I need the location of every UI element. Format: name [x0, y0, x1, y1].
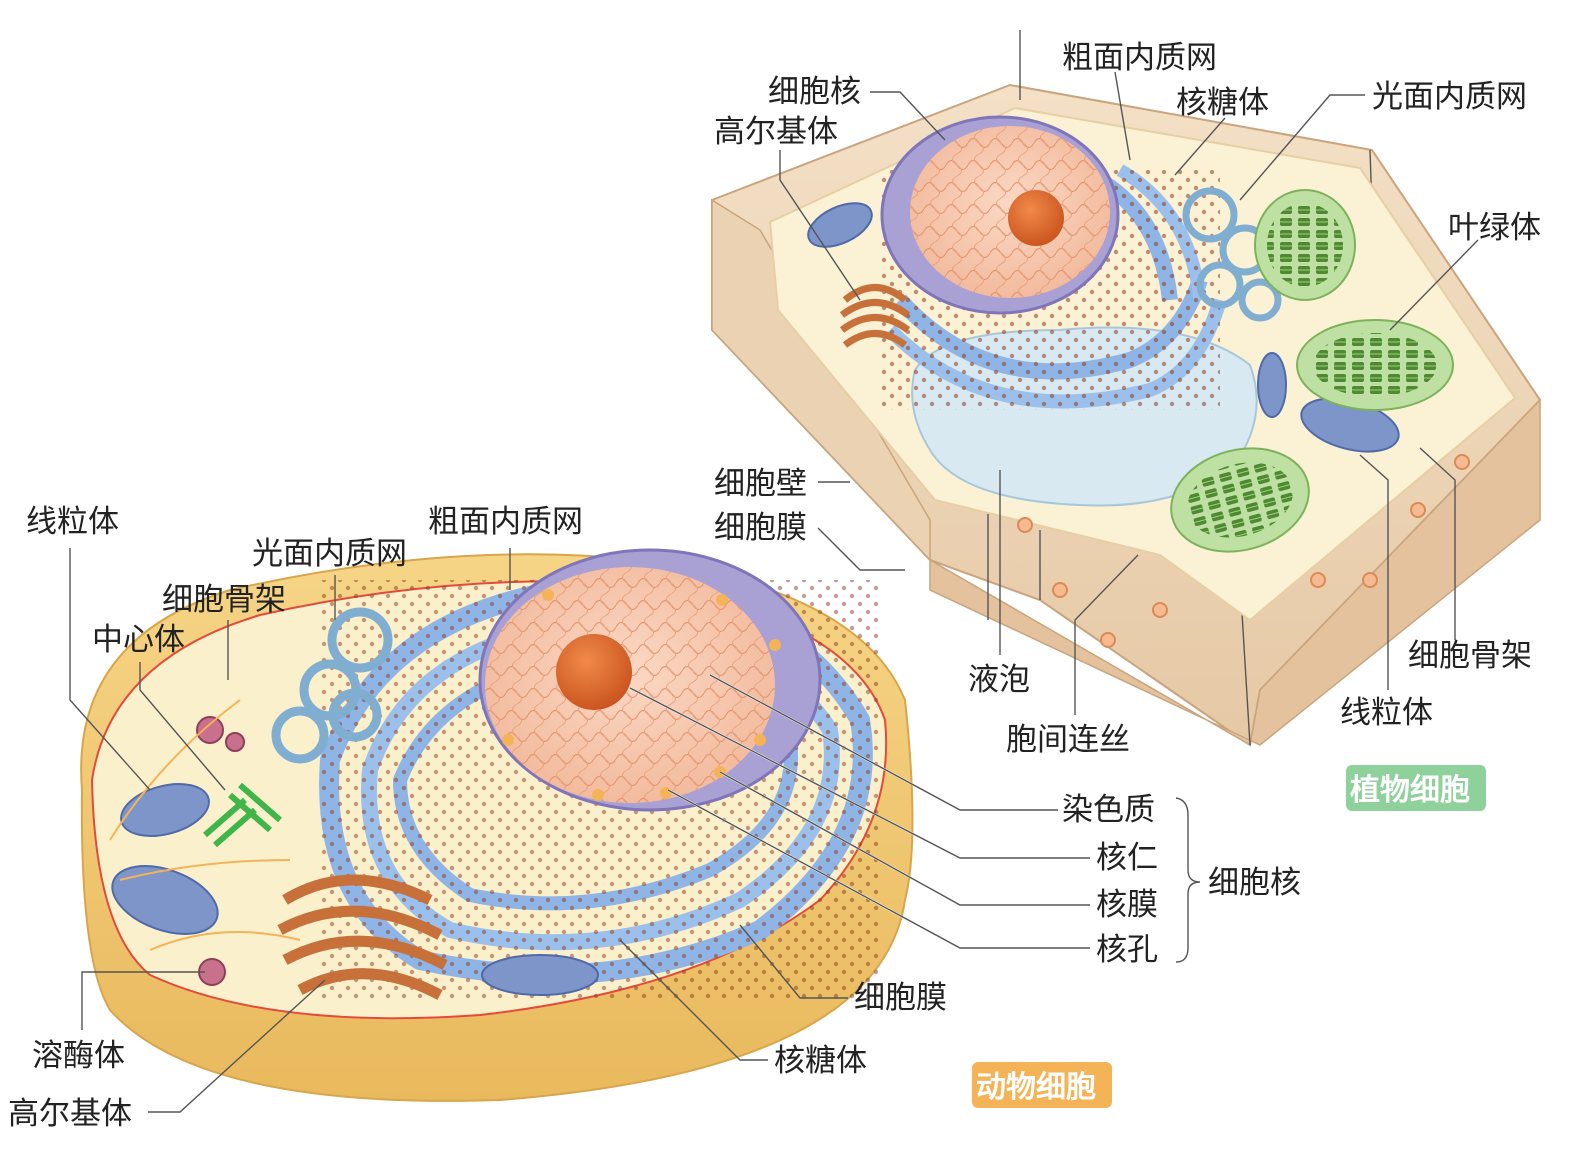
label-plant-chloroplast: 叶绿体: [1448, 210, 1541, 246]
animal-cell: [80, 548, 914, 1102]
label-nuclear-pore: 核孔: [1096, 932, 1158, 968]
label-animal-cell-membrane: 细胞膜: [854, 980, 947, 1016]
plant-nucleolus: [1008, 190, 1064, 246]
plant-cell-left-face: [711, 198, 931, 562]
nuclear-pores: [502, 589, 781, 801]
nucleus-group-labels: 染色质 核仁 核膜 核孔 细胞核: [1062, 792, 1301, 968]
label-animal-centrosome: 中心体: [92, 622, 185, 658]
plant-labels: 细胞核 高尔基体 粗面内质网 核糖体 光面内质网 叶绿体 细胞壁 细胞膜 液泡 …: [714, 40, 1541, 758]
plant-chloroplasts: [1170, 189, 1454, 553]
label-animal-smooth-er: 光面内质网: [252, 536, 407, 572]
label-plant-cell-membrane: 细胞膜: [714, 510, 807, 546]
animal-labels: 线粒体 光面内质网 粗面内质网 细胞骨架 中心体 细胞膜 核糖体 溶酶体 高尔基…: [8, 504, 947, 1132]
animal-mitochondria: [111, 783, 599, 996]
label-nuclear-envelope: 核膜: [1096, 887, 1158, 923]
animal-title-tag: 动物细胞: [972, 1062, 1112, 1108]
animal-cytoskeleton: [109, 699, 301, 951]
label-plant-cytoskeleton: 细胞骨架: [1408, 638, 1532, 674]
plant-mitochondria: [807, 202, 1400, 453]
plant-cell: [711, 30, 1542, 747]
animal-smooth-er: [271, 607, 393, 764]
label-animal-mitochondrion: 线粒体: [26, 504, 119, 540]
animal-centrosome: [203, 782, 282, 848]
animal-nucleolus: [556, 634, 632, 710]
plant-cell-title: 植物细胞: [1350, 773, 1470, 808]
plant-title-tag: 植物细胞: [1346, 765, 1486, 811]
leader-lines: [69, 71, 1479, 1113]
animal-cell-title: 动物细胞: [976, 1070, 1096, 1105]
plant-nucleus: [880, 115, 1120, 315]
plant-golgi: [839, 284, 911, 348]
label-plant-golgi: 高尔基体: [714, 114, 838, 150]
label-plant-vacuole: 液泡: [968, 662, 1030, 698]
label-animal-golgi: 高尔基体: [8, 1096, 132, 1132]
label-plant-nucleus: 细胞核: [768, 74, 861, 110]
label-plant-cell-wall: 细胞壁: [714, 466, 807, 502]
label-plant-smooth-er: 光面内质网: [1372, 79, 1527, 115]
plant-cell-front-face: [929, 398, 1541, 747]
label-animal-rough-er: 粗面内质网: [428, 504, 583, 540]
label-plant-plasmodesmata: 胞间连丝: [1006, 722, 1130, 758]
animal-golgi: [277, 874, 448, 1000]
label-plant-ribosome: 核糖体: [1176, 85, 1269, 121]
plant-plasmodesmata: [1017, 454, 1470, 648]
label-animal-cytoskeleton: 细胞骨架: [162, 582, 286, 618]
label-nucleus-group: 细胞核: [1208, 865, 1301, 901]
label-plant-rough-er: 粗面内质网: [1062, 40, 1217, 76]
label-animal-lysosome: 溶酶体: [32, 1038, 125, 1074]
animal-nucleus: [478, 548, 822, 812]
label-plant-mitochondrion: 线粒体: [1340, 695, 1433, 731]
label-animal-ribosome: 核糖体: [774, 1043, 867, 1079]
label-chromatin: 染色质: [1062, 792, 1155, 828]
label-nucleolus: 核仁: [1096, 840, 1158, 876]
